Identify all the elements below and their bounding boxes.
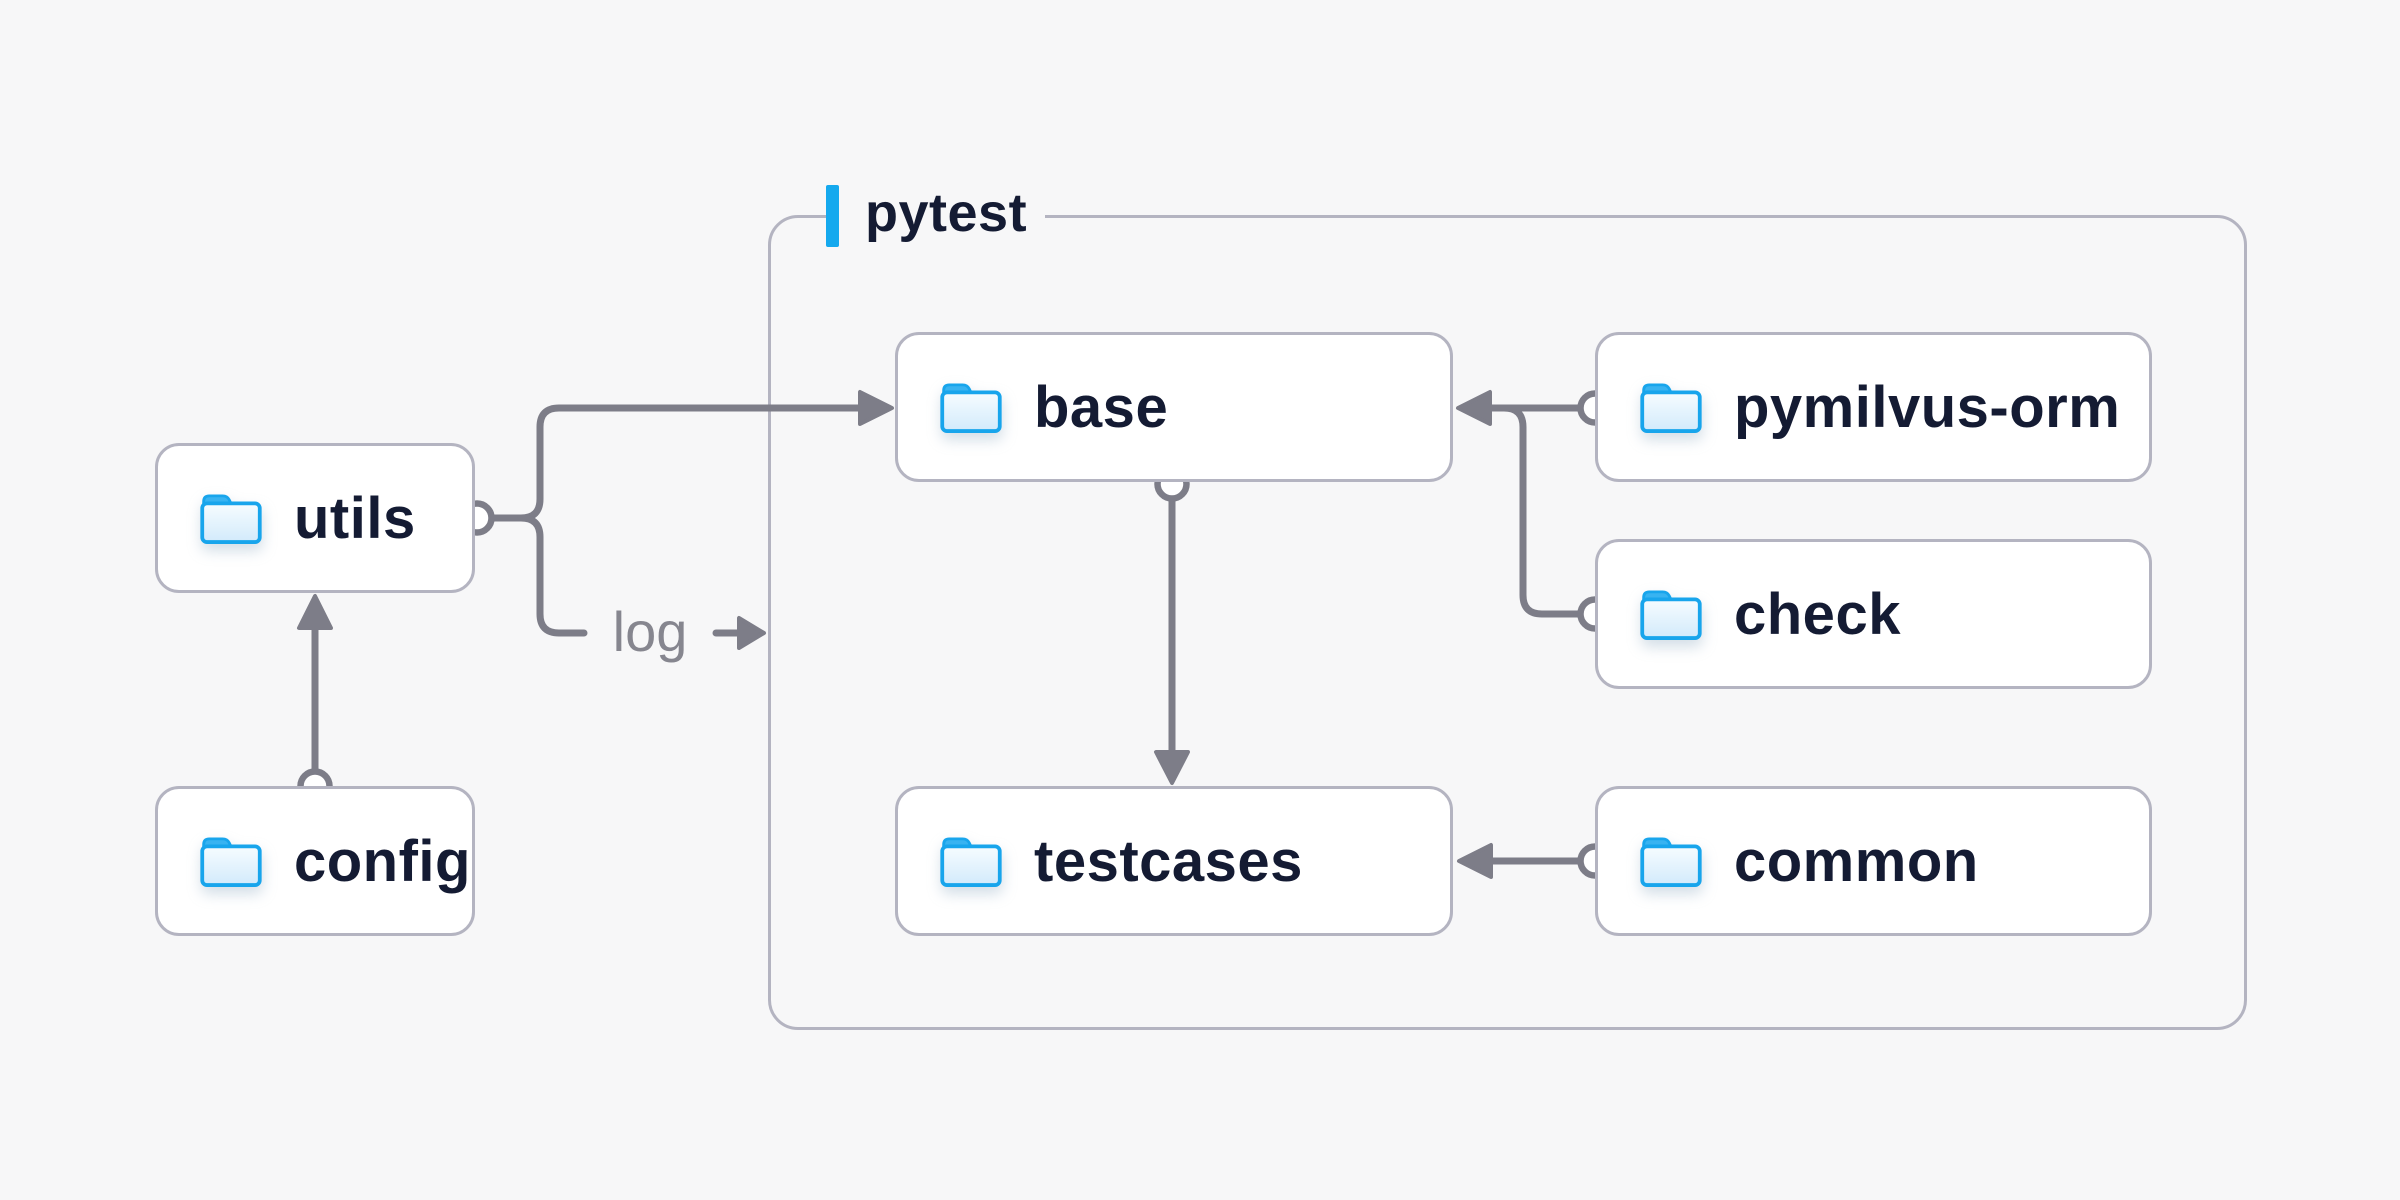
node-base: base xyxy=(895,332,1453,482)
folder-icon xyxy=(940,836,1002,887)
node-label: utils xyxy=(294,485,416,551)
node-label: check xyxy=(1734,581,1901,647)
container-label-text: pytest xyxy=(865,183,1028,243)
edge-pymilvus-to-base xyxy=(1456,390,1613,426)
pytest-container-label: pytest xyxy=(826,183,1046,249)
edge-config-to-utils xyxy=(297,594,333,804)
folder-icon xyxy=(1640,589,1702,640)
edge-utils-to-log xyxy=(517,514,766,650)
node-label: base xyxy=(1034,374,1169,440)
folder-icon xyxy=(1640,836,1702,887)
node-label: config xyxy=(294,828,471,894)
folder-icon xyxy=(1640,382,1702,433)
edge-label-log: log xyxy=(612,600,688,663)
node-label: testcases xyxy=(1034,828,1303,894)
node-testcases: testcases xyxy=(895,786,1453,936)
folder-icon xyxy=(200,493,262,544)
node-label: pymilvus-orm xyxy=(1734,374,2121,440)
folder-icon xyxy=(940,382,1002,433)
edge-common-to-testcases xyxy=(1457,843,1613,879)
node-config: config xyxy=(155,786,475,936)
node-check: check xyxy=(1595,539,2152,689)
node-utils: utils xyxy=(155,443,475,593)
edge-check-to-base xyxy=(1488,404,1613,632)
pytest-container xyxy=(768,215,2247,1030)
folder-icon xyxy=(200,836,262,887)
node-pymilvus-orm: pymilvus-orm xyxy=(1595,332,2152,482)
edge-base-to-testcases xyxy=(1154,466,1190,785)
node-common: common xyxy=(1595,786,2152,936)
accent-bar xyxy=(826,185,839,247)
edge-utils-to-base xyxy=(488,390,894,522)
node-label: common xyxy=(1734,828,1979,894)
